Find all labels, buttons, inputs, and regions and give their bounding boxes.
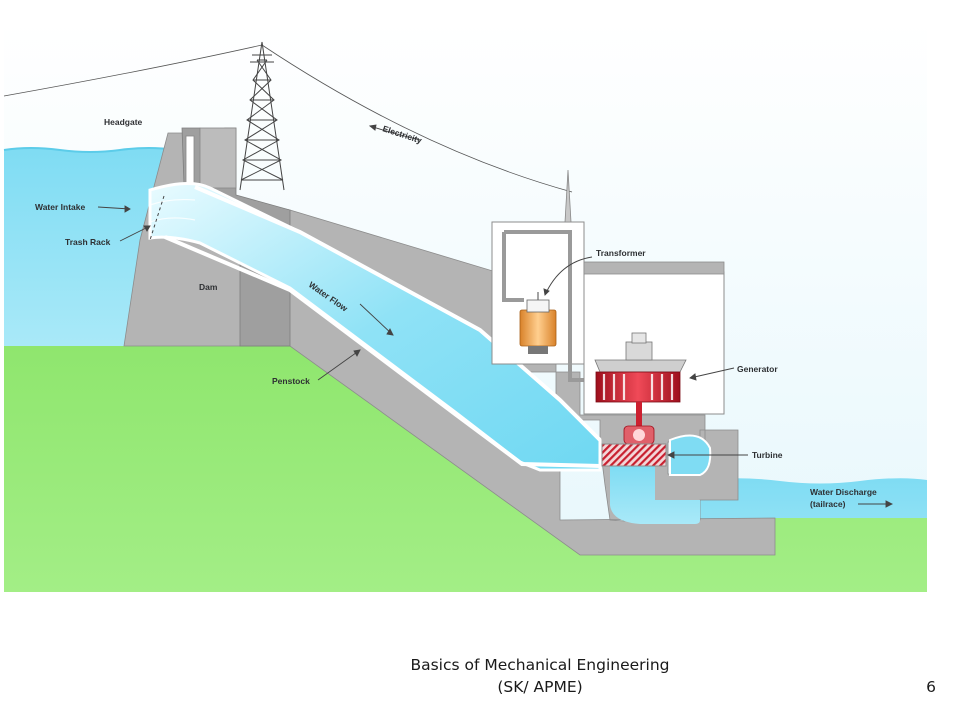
- hydroelectric-dam-diagram: Headgate Electricity Water Intake Trash …: [3, 22, 927, 592]
- turbine: [601, 443, 667, 467]
- label-trash-rack: Trash Rack: [65, 237, 111, 247]
- label-headgate: Headgate: [104, 117, 143, 127]
- callout-pointers: [97, 124, 894, 508]
- label-water-intake: Water Intake: [35, 202, 86, 212]
- reservoir-water: [4, 148, 175, 346]
- generator: [594, 332, 687, 445]
- label-transformer: Transformer: [596, 248, 646, 258]
- turbine-discharge: [610, 466, 700, 524]
- label-water-discharge: Water Discharge: [810, 487, 877, 497]
- ground: [4, 346, 927, 592]
- label-generator: Generator: [737, 364, 778, 374]
- trash-rack-mark: [149, 195, 165, 241]
- transformer: [519, 292, 557, 354]
- label-dam: Dam: [199, 282, 218, 292]
- footer-author: (SK/ APME): [497, 678, 583, 696]
- page-number: 6: [926, 678, 936, 696]
- lightning-arrester: [564, 169, 572, 223]
- label-turbine: Turbine: [752, 450, 783, 460]
- transmission-tower: [239, 41, 285, 191]
- label-penstock: Penstock: [272, 376, 310, 386]
- footer-course-title: Basics of Mechanical Engineering: [410, 656, 670, 674]
- label-tailrace: (tailrace): [810, 499, 846, 509]
